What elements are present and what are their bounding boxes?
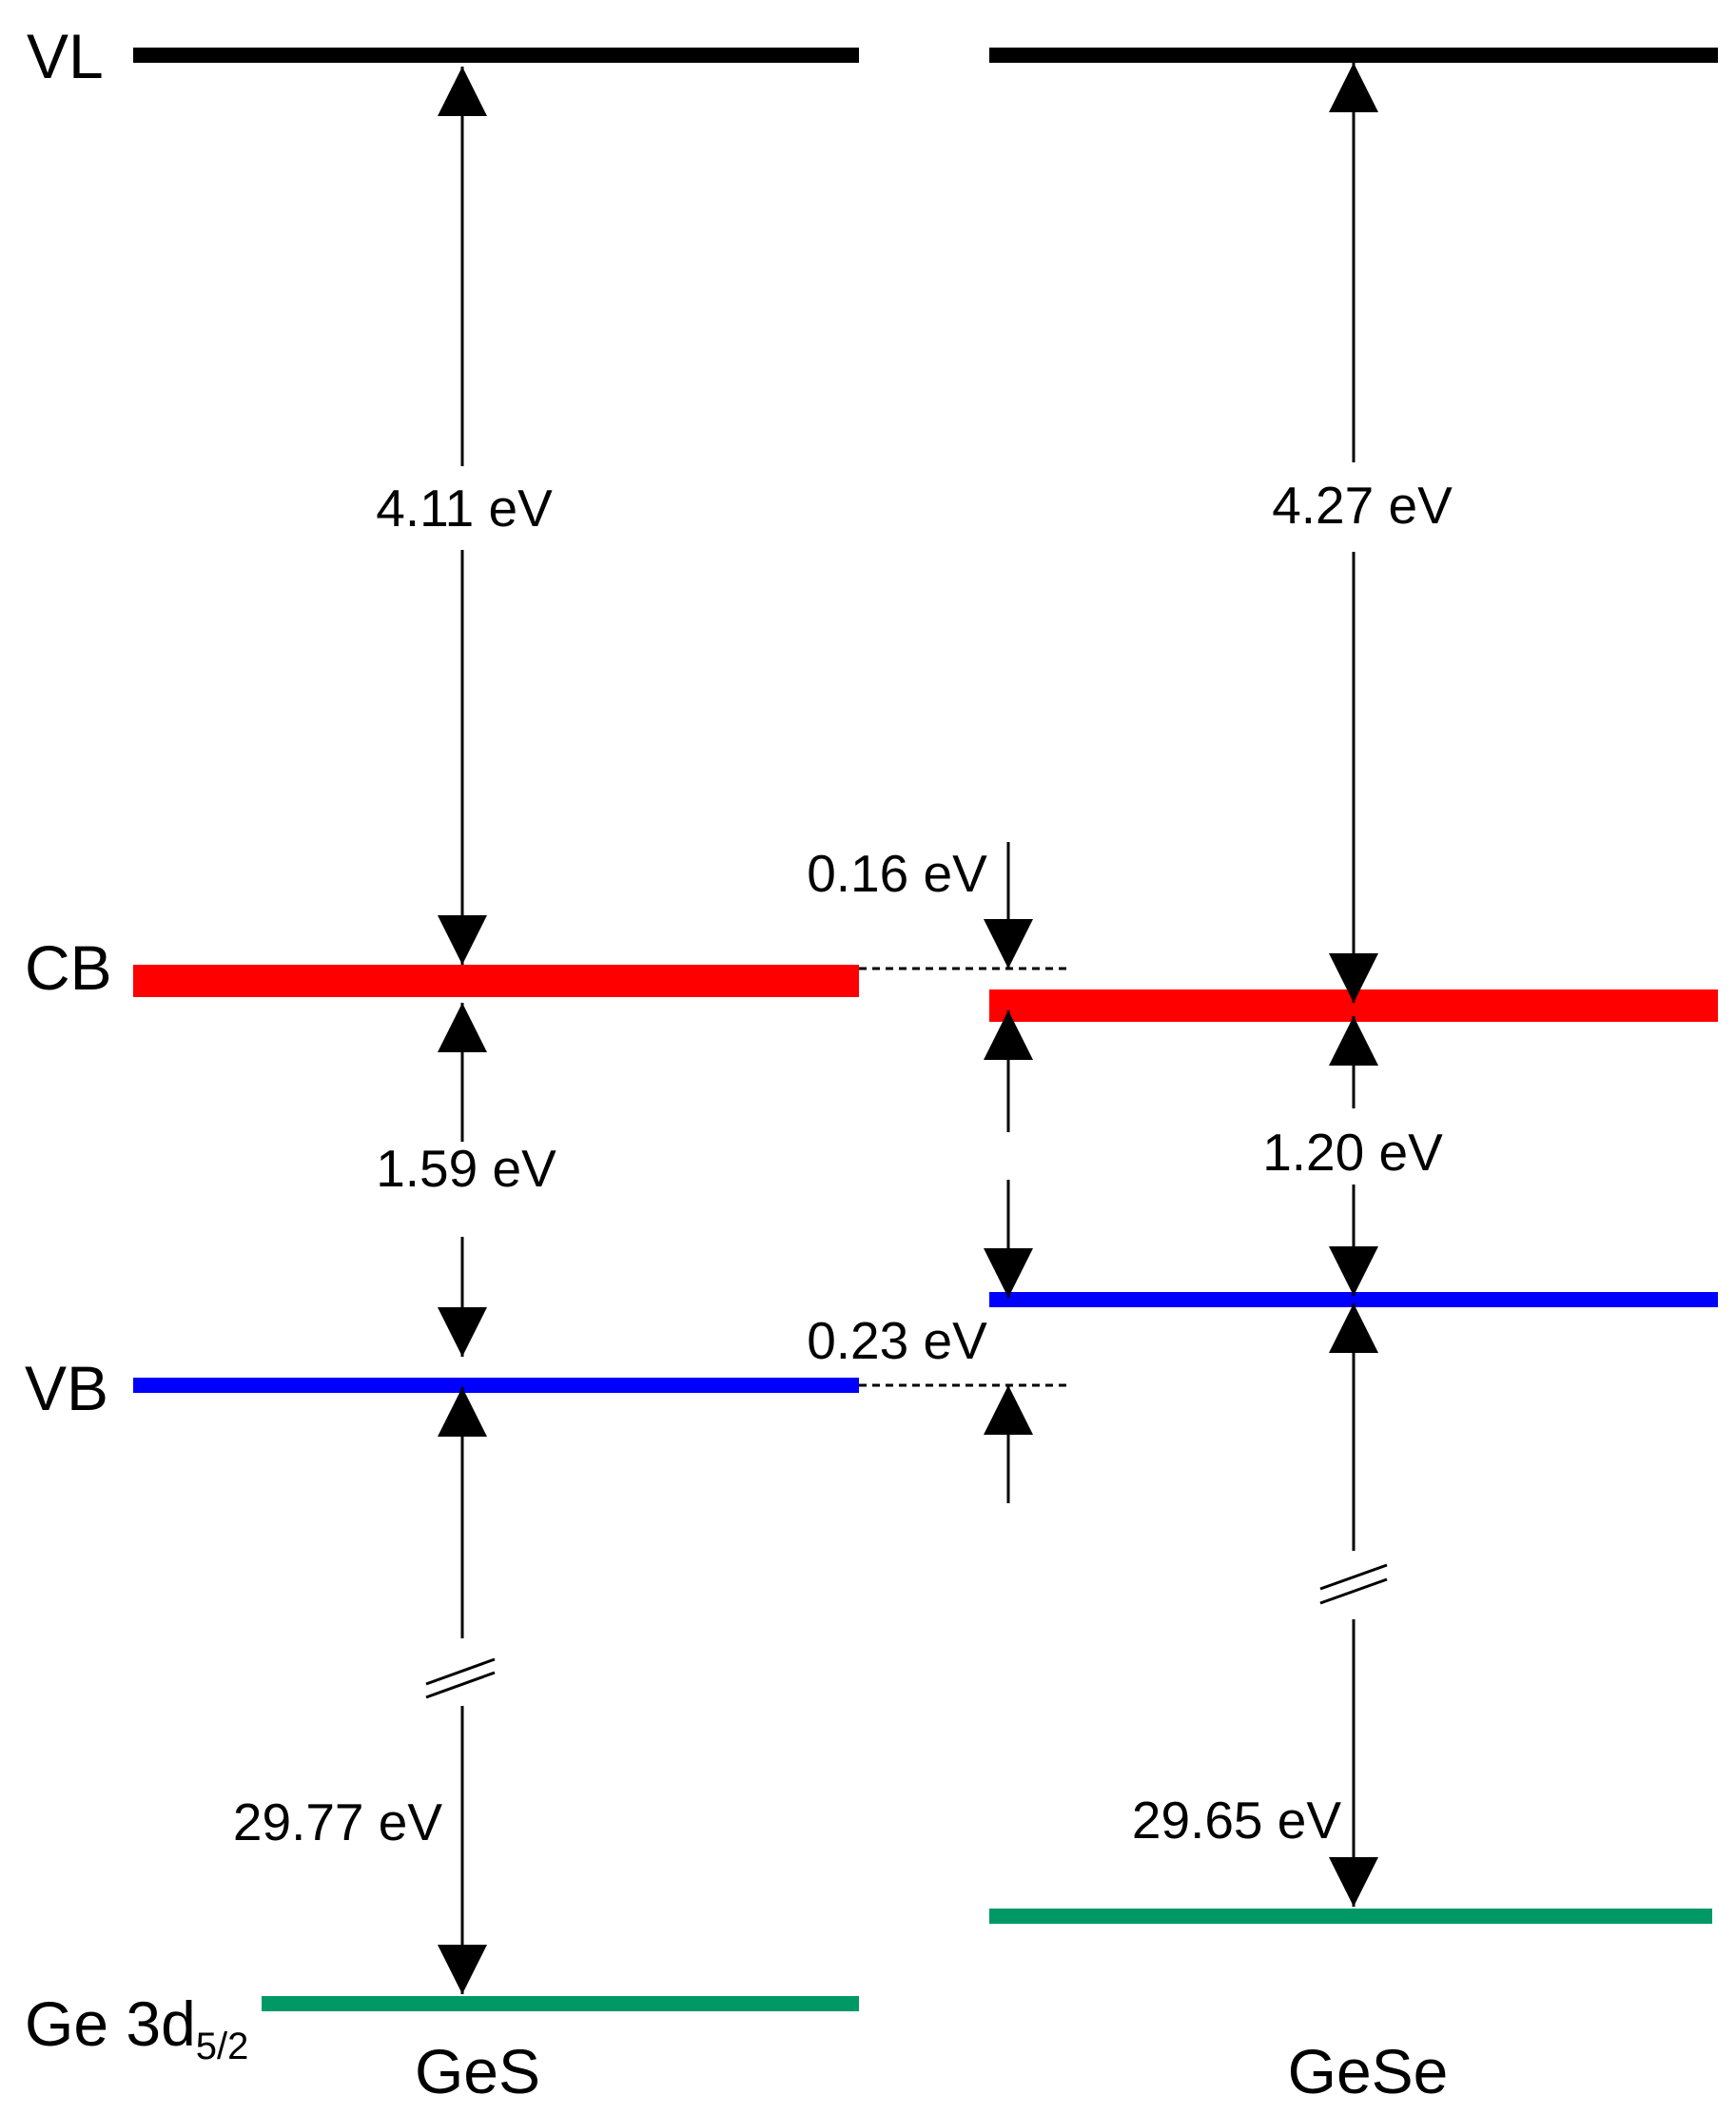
gese-core-offset-label: 29.65 eV (1132, 1791, 1342, 1850)
ges-vacuum-level (133, 48, 859, 63)
ges-core-offset-label: 29.77 eV (233, 1792, 443, 1851)
gese-vacuum-level (989, 48, 1718, 63)
cb-offset-label: 0.16 eV (807, 844, 987, 903)
valence-band-label: VB (25, 1353, 108, 1423)
gese-axis-break-mark (1319, 1563, 1388, 1591)
vacuum-level-label: VL (27, 21, 104, 91)
ges-conduction-band (133, 965, 859, 997)
ges-axis-break-mark (425, 1671, 496, 1699)
ges-material-label: GeS (415, 2036, 540, 2106)
gese-valence-band (989, 1292, 1718, 1307)
conduction-band-label: CB (25, 932, 112, 1003)
ges-valence-band (133, 1378, 859, 1393)
gese-axis-break-mark (1319, 1577, 1388, 1605)
ges-band-gap-label: 1.59 eV (376, 1139, 556, 1198)
vb-offset-label: 0.23 eV (807, 1311, 987, 1370)
core-level-label: Ge 3d5/2 (25, 1988, 248, 2067)
gese-core-level (989, 1909, 1712, 1924)
gese-band-gap-label: 1.20 eV (1262, 1123, 1443, 1182)
ges-core-level (262, 1996, 859, 2011)
ges-axis-break-mark (425, 1657, 496, 1686)
gese-material-label: GeSe (1288, 2036, 1449, 2106)
ges-electron-affinity-label: 4.11 eV (376, 479, 553, 538)
gese-electron-affinity-label: 4.27 eV (1272, 476, 1453, 535)
